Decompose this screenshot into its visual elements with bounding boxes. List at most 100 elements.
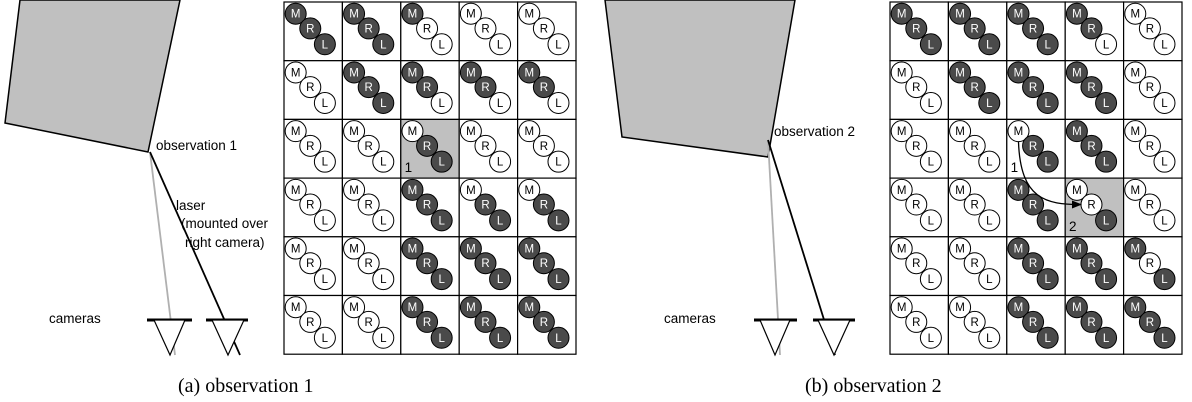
- token-circle: [489, 326, 512, 349]
- token-l: L: [919, 326, 942, 349]
- token-circle: [532, 76, 555, 99]
- token-m: M: [1124, 2, 1147, 25]
- token-letter: L: [1044, 215, 1051, 227]
- token-circle: [459, 120, 482, 143]
- token-circle: [919, 326, 942, 349]
- token-r: R: [474, 134, 497, 157]
- token-letter: L: [438, 39, 445, 51]
- token-l: L: [1095, 33, 1118, 56]
- token-circle: [1007, 296, 1030, 319]
- token-circle: [357, 252, 380, 275]
- observation-label-a: observation 1: [156, 138, 237, 153]
- token-letter: R: [365, 141, 373, 153]
- token-r: R: [963, 76, 986, 99]
- token-letter: L: [1161, 215, 1168, 227]
- token-l: L: [919, 91, 942, 114]
- token-circle: [1124, 61, 1147, 84]
- token-circle: [532, 17, 555, 40]
- token-circle: [459, 178, 482, 201]
- cell-number: 2: [1069, 219, 1077, 234]
- grid-cell: MRL: [947, 60, 1008, 121]
- token-r: R: [1138, 76, 1161, 99]
- token-letter: M: [524, 185, 534, 197]
- token-circle: [518, 2, 541, 25]
- token-letter: R: [423, 317, 431, 329]
- token-letter: R: [306, 23, 314, 35]
- token-letter: M: [1072, 67, 1082, 79]
- token-circle: [919, 268, 942, 291]
- grid-cell: MRL: [458, 294, 519, 355]
- token-circle: [1007, 61, 1030, 84]
- token-r: R: [357, 252, 380, 275]
- token-m: M: [343, 178, 366, 201]
- token-circle: [1022, 17, 1045, 40]
- token-l: L: [372, 268, 395, 291]
- token-circle: [343, 120, 366, 143]
- token-circle: [489, 91, 512, 114]
- token-r: R: [905, 193, 928, 216]
- token-letter: M: [1014, 244, 1024, 256]
- token-letter: M: [524, 126, 534, 138]
- token-l: L: [547, 209, 570, 232]
- token-l: L: [313, 326, 336, 349]
- token-l: L: [430, 150, 453, 173]
- token-r: R: [1080, 17, 1103, 40]
- grid-cell: MRL: [458, 118, 519, 179]
- token-circle: [474, 76, 497, 99]
- token-letter: L: [986, 39, 993, 51]
- token-circle: [1095, 91, 1118, 114]
- token-circle: [343, 61, 366, 84]
- token-letter: M: [349, 302, 359, 314]
- token-circle: [532, 252, 555, 275]
- token-letter: L: [438, 98, 445, 110]
- transition-arrow: [1017, 141, 1082, 209]
- token-circle: [1022, 193, 1045, 216]
- token-letter: L: [380, 215, 387, 227]
- token-circle: [416, 193, 439, 216]
- cell-number: 1: [405, 160, 413, 175]
- token-l: L: [547, 326, 570, 349]
- grid-cell: MRL: [516, 177, 577, 238]
- token-circle: [905, 134, 928, 157]
- token-letter: L: [438, 157, 445, 169]
- token-letter: R: [971, 141, 979, 153]
- grid-cell: MRL: [341, 236, 402, 297]
- token-circle: [1124, 178, 1147, 201]
- token-circle: [313, 268, 336, 291]
- token-letter: L: [928, 39, 935, 51]
- token-letter: M: [1014, 9, 1024, 21]
- grid-cell: MRL: [283, 1, 344, 62]
- token-letter: M: [955, 302, 965, 314]
- token-letter: L: [380, 98, 387, 110]
- token-letter: M: [466, 185, 476, 197]
- token-l: L: [1036, 33, 1059, 56]
- token-l: L: [1095, 326, 1118, 349]
- token-letter: R: [306, 141, 314, 153]
- token-circle: [963, 252, 986, 275]
- token-r: R: [1138, 134, 1161, 157]
- token-circle: [299, 134, 322, 157]
- token-r: R: [357, 76, 380, 99]
- token-circle: [1095, 209, 1118, 232]
- token-letter: L: [497, 39, 504, 51]
- grid-cell: MRL: [1122, 118, 1183, 179]
- token-circle: [1007, 178, 1030, 201]
- token-r: R: [474, 76, 497, 99]
- token-circle: [313, 150, 336, 173]
- token-circle: [357, 193, 380, 216]
- token-l: L: [547, 33, 570, 56]
- token-l: L: [978, 150, 1001, 173]
- token-letter: M: [291, 244, 301, 256]
- laser-label-line-2-a: (mounted over: [181, 216, 269, 231]
- grid-cell: MRL: [516, 1, 577, 62]
- token-letter: M: [897, 9, 907, 21]
- token-letter: L: [1161, 157, 1168, 169]
- token-letter: R: [423, 258, 431, 270]
- token-r: R: [299, 134, 322, 157]
- token-r: R: [532, 310, 555, 333]
- grid-cell: MRL: [1006, 294, 1066, 355]
- token-m: M: [401, 2, 424, 25]
- token-letter: R: [1087, 23, 1095, 35]
- token-r: R: [357, 17, 380, 40]
- token-l: L: [547, 91, 570, 114]
